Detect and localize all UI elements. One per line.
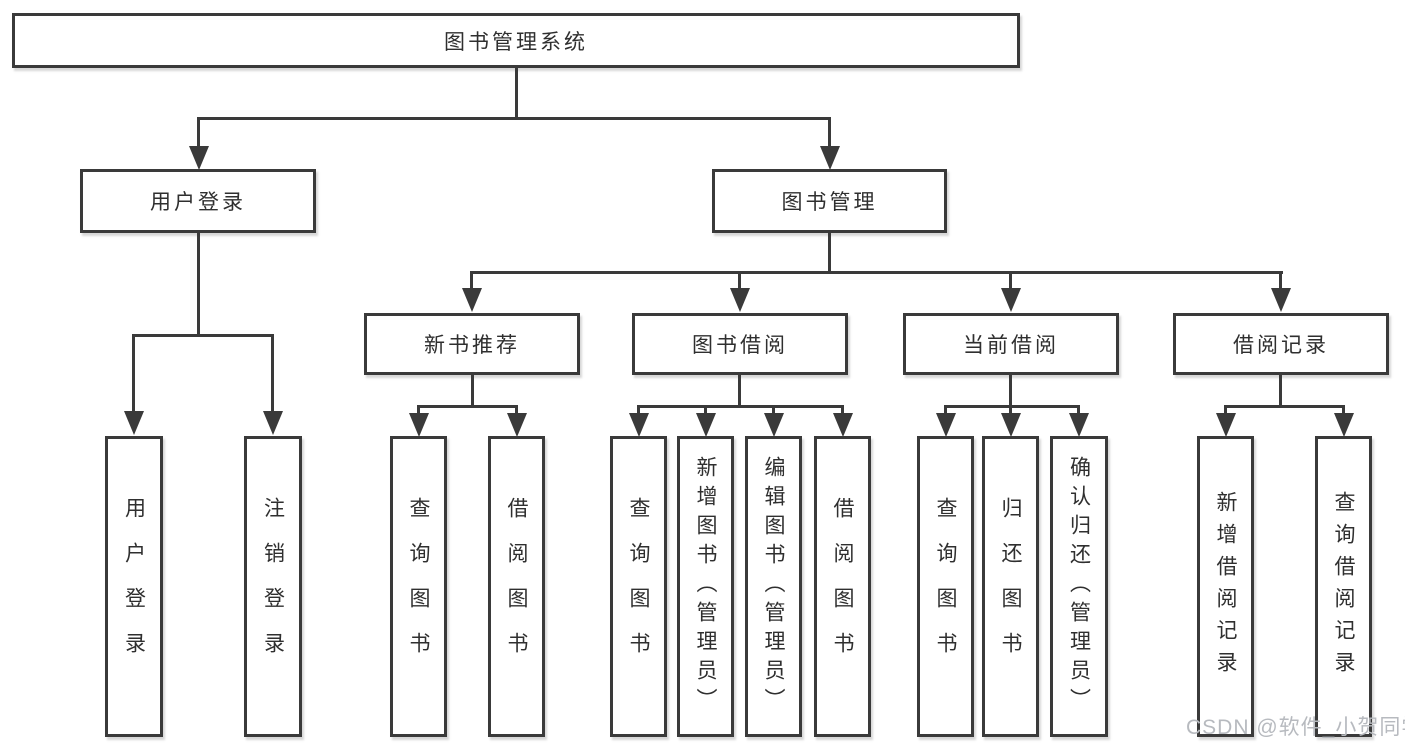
arrow-down-icon <box>123 411 144 435</box>
node-book-management: 图书管理 <box>712 169 947 233</box>
connector-line <box>828 233 831 273</box>
arrow-down-icon <box>935 413 956 437</box>
connector-line <box>637 405 640 415</box>
node-book-borrow-label: 图书借阅 <box>692 334 788 357</box>
leaf-br-query-record: 查询借阅记录 <box>1315 436 1372 737</box>
arrow-down-icon <box>462 288 482 312</box>
connector-line <box>944 405 1080 408</box>
connector-line <box>738 271 741 290</box>
arrow-down-icon <box>1333 413 1354 437</box>
connector-line <box>197 117 831 120</box>
node-new-book-recommend: 新书推荐 <box>364 313 580 375</box>
arrow-down-icon <box>1215 413 1236 437</box>
node-current-borrow-label: 当前借阅 <box>963 334 1059 357</box>
leaf-nb-borrow-books: 借阅图书 <box>488 436 545 737</box>
leaf-cb-confirm-return-label: 确认归还（管理员） <box>1067 456 1091 717</box>
connector-line <box>1009 375 1012 408</box>
connector-line <box>515 405 518 415</box>
node-user-login-label: 用户登录 <box>150 191 246 214</box>
leaf-cb-confirm-return: 确认归还（管理员） <box>1050 436 1108 737</box>
leaf-nb-query-books-label: 查询图书 <box>407 496 430 677</box>
leaf-nb-query-books: 查询图书 <box>390 436 447 737</box>
connector-line <box>1224 405 1227 415</box>
connector-line <box>704 405 707 415</box>
connector-line <box>1279 271 1282 290</box>
connector-line <box>828 117 831 148</box>
connector-line <box>1224 405 1345 408</box>
node-new-book-recommend-label: 新书推荐 <box>424 334 520 357</box>
node-root: 图书管理系统 <box>12 13 1020 68</box>
leaf-bb-edit-books: 编辑图书（管理员） <box>745 436 802 737</box>
leaf-bb-query-books: 查询图书 <box>610 436 667 737</box>
node-user-login: 用户登录 <box>80 169 316 233</box>
connector-line <box>132 334 135 413</box>
node-current-borrow: 当前借阅 <box>903 313 1119 375</box>
arrow-down-icon <box>763 413 784 437</box>
arrow-down-icon <box>695 413 716 437</box>
leaf-bb-borrow-books: 借阅图书 <box>814 436 871 737</box>
leaf-logout: 注销登录 <box>244 436 302 737</box>
connector-line <box>1342 405 1345 415</box>
leaf-cb-query-books: 查询图书 <box>917 436 974 737</box>
leaf-br-add-record: 新增借阅记录 <box>1197 436 1254 737</box>
connector-line <box>417 405 518 408</box>
arrow-down-icon <box>188 146 209 170</box>
connector-line <box>417 405 420 415</box>
connector-line <box>470 271 1283 274</box>
leaf-cb-return-books-label: 归还图书 <box>999 496 1022 677</box>
node-root-label: 图书管理系统 <box>444 30 588 54</box>
leaf-nb-borrow-books-label: 借阅图书 <box>505 496 528 677</box>
arrow-down-icon <box>730 288 750 312</box>
arrow-down-icon <box>628 413 649 437</box>
connector-line <box>637 405 844 408</box>
connector-line <box>197 233 200 336</box>
arrow-down-icon <box>506 413 527 437</box>
node-book-borrow: 图书借阅 <box>632 313 848 375</box>
connector-line <box>470 271 473 290</box>
arrow-down-icon <box>408 413 429 437</box>
arrow-down-icon <box>1068 413 1089 437</box>
connector-line <box>515 68 518 119</box>
arrow-down-icon <box>819 146 840 170</box>
leaf-cb-query-books-label: 查询图书 <box>934 496 957 677</box>
leaf-bb-query-books-label: 查询图书 <box>627 496 650 677</box>
node-book-management-label: 图书管理 <box>781 191 878 214</box>
leaf-cb-return-books: 归还图书 <box>982 436 1039 737</box>
leaf-logout-label: 注销登录 <box>261 496 285 677</box>
connector-line <box>197 117 200 148</box>
leaf-br-query-record-label: 查询借阅记录 <box>1332 490 1355 683</box>
connector-line <box>738 375 741 408</box>
arrow-down-icon <box>832 413 853 437</box>
connector-line <box>944 405 947 415</box>
arrow-down-icon <box>1000 413 1021 437</box>
connector-line <box>1279 375 1282 408</box>
connector-line <box>1077 405 1080 415</box>
leaf-bb-borrow-books-label: 借阅图书 <box>831 496 854 677</box>
leaf-user-login-label: 用户登录 <box>122 496 146 677</box>
arrow-down-icon <box>1271 288 1291 312</box>
leaf-br-add-record-label: 新增借阅记录 <box>1214 490 1237 683</box>
connector-line <box>132 334 274 337</box>
leaf-bb-edit-books-label: 编辑图书（管理员） <box>762 456 785 717</box>
connector-line <box>271 334 274 413</box>
connector-line <box>772 405 775 415</box>
connector-line <box>1009 271 1012 290</box>
leaf-bb-add-books: 新增图书（管理员） <box>677 436 734 737</box>
node-borrow-records-label: 借阅记录 <box>1233 334 1329 357</box>
connector-line <box>471 375 474 408</box>
node-borrow-records: 借阅记录 <box>1173 313 1389 375</box>
leaf-user-login: 用户登录 <box>105 436 163 737</box>
connector-line <box>1009 405 1012 415</box>
arrow-down-icon <box>1001 288 1021 312</box>
connector-line <box>841 405 844 415</box>
csdn-watermark: CSDN @软件_小贺同学 <box>1186 716 1405 739</box>
leaf-bb-add-books-label: 新增图书（管理员） <box>694 456 717 717</box>
arrow-down-icon <box>262 411 283 435</box>
